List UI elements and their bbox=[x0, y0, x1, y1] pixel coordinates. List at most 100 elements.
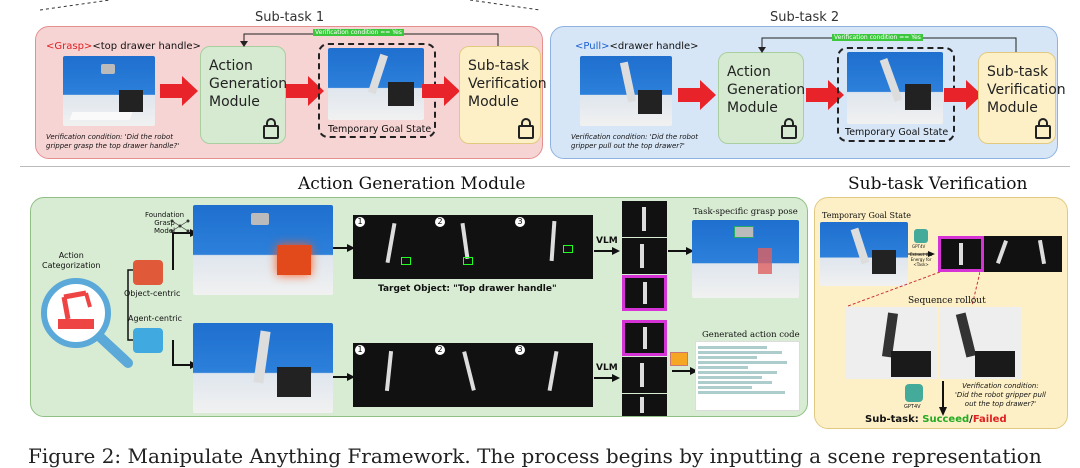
rollout-candidate-2: 2 bbox=[433, 343, 513, 407]
rollout-frame-1 bbox=[845, 307, 937, 379]
code-label: Generated action code bbox=[702, 330, 800, 340]
object-centric-label: Object-centric bbox=[124, 289, 181, 298]
magnifier-robot-icon bbox=[41, 278, 133, 368]
subtask2-title: Sub-task 2 bbox=[770, 10, 840, 25]
subtask1-object: <top drawer handle> bbox=[92, 41, 201, 52]
drawer-cabinet bbox=[277, 367, 311, 397]
robot-icon bbox=[101, 64, 115, 74]
subtask2-prompt: <Pull><drawer handle> bbox=[575, 41, 699, 52]
candidate-column-bottom-2 bbox=[622, 357, 667, 393]
arrow-icon bbox=[944, 80, 982, 110]
stv-condition-text: Verification condition:'Did the robot gr… bbox=[955, 382, 1046, 408]
candidate-column-bottom-3 bbox=[622, 394, 667, 416]
network-icon bbox=[170, 219, 190, 233]
subtask2-goal-image bbox=[847, 52, 943, 124]
agm-title: Action Generation Module bbox=[298, 174, 526, 194]
arrow-icon bbox=[678, 80, 716, 110]
stv-frame-1 bbox=[938, 236, 984, 272]
stv-result: Sub-task: Succeed/Failed bbox=[865, 414, 1007, 425]
divider bbox=[20, 166, 1070, 167]
grasp-pose-image bbox=[692, 220, 799, 298]
agent-centric-icon bbox=[133, 328, 163, 353]
rollout-candidate-1: 1 bbox=[353, 343, 433, 407]
grasp-candidate-2: 2 bbox=[433, 215, 513, 279]
stv-goal-image bbox=[820, 222, 908, 286]
candidate-column-top-3 bbox=[622, 275, 667, 311]
object-centric-icon bbox=[133, 260, 163, 285]
table-paper bbox=[69, 112, 133, 120]
robot-arm bbox=[368, 53, 388, 95]
drawer-handle-highlight bbox=[758, 248, 772, 274]
zoom-lines bbox=[39, 0, 541, 11]
robot-arm bbox=[879, 57, 903, 103]
object-centric-scene-image bbox=[193, 205, 333, 295]
rollout-candidate-3: 3 bbox=[513, 343, 593, 407]
robot-arm bbox=[253, 330, 271, 384]
arrow-icon bbox=[594, 247, 620, 255]
drawer-cabinet bbox=[905, 84, 931, 110]
categorization-branches bbox=[127, 229, 198, 369]
gpt-icon bbox=[905, 384, 923, 402]
arrow-icon bbox=[333, 244, 355, 252]
stv-frame-2 bbox=[984, 236, 1024, 272]
candidate-column-top-2 bbox=[622, 238, 667, 274]
gpt-small-label: GPT4V bbox=[912, 244, 926, 249]
code-gpt-icon bbox=[670, 352, 688, 366]
rollout-frame-2 bbox=[939, 307, 1021, 379]
agent-centric-label: Agent-centric bbox=[128, 314, 183, 323]
robot-arm bbox=[850, 227, 870, 265]
subtask1-goal-label: Temporary Goal State bbox=[328, 124, 432, 135]
subtask2-goal-label: Temporary Goal State bbox=[845, 127, 949, 138]
drawer-cabinet bbox=[119, 90, 143, 112]
arrow-icon bbox=[939, 381, 947, 416]
result-succeed: Succeed bbox=[922, 414, 970, 425]
stv-title: Sub-task Verification bbox=[848, 174, 1028, 194]
gpt-label: GPT4V bbox=[904, 404, 921, 410]
arrow-icon bbox=[806, 80, 844, 110]
stv-goal-label: Temporary Goal State bbox=[822, 211, 911, 220]
result-failed: Failed bbox=[972, 414, 1007, 425]
subtask1-title: Sub-task 1 bbox=[255, 10, 325, 25]
vlm-label-bottom: VLM bbox=[596, 363, 618, 373]
subtask2-verb: <Pull> bbox=[575, 41, 610, 52]
gpt-icon bbox=[914, 229, 928, 243]
subtask1-condition-label: Verification condition == Yes bbox=[313, 29, 404, 36]
subtask1-scene-image bbox=[63, 56, 155, 126]
subtask2-condition-label: Verification condition == Yes bbox=[832, 34, 923, 41]
target-object-label: Target Object: "Top drawer handle" bbox=[378, 284, 557, 294]
robot-arm bbox=[619, 61, 637, 103]
grasp-candidate-3: 3 bbox=[513, 215, 593, 279]
result-slash: / bbox=[969, 414, 973, 425]
lock-icon bbox=[781, 118, 797, 139]
robot-icon bbox=[251, 213, 269, 225]
drawer-cabinet bbox=[975, 351, 1015, 377]
robot-arm bbox=[955, 312, 977, 358]
arrow-icon bbox=[672, 367, 698, 375]
candidate-column-bottom-1 bbox=[622, 320, 667, 356]
arrow-icon bbox=[286, 76, 324, 106]
arrow-icon bbox=[422, 76, 460, 106]
lock-icon bbox=[1035, 118, 1051, 139]
figure-caption: Figure 2: Manipulate Anything Framework.… bbox=[28, 444, 1042, 468]
subtask1-verb: <Grasp> bbox=[46, 41, 93, 52]
grasp-pose-label: Task-specific grasp pose bbox=[693, 207, 798, 217]
zoom-lines bbox=[847, 272, 980, 307]
subtask2-object: <drawer handle> bbox=[609, 41, 699, 52]
subtask2-scene-image bbox=[580, 56, 672, 126]
arrow-icon bbox=[908, 251, 935, 257]
arrow-icon bbox=[333, 373, 355, 381]
arrow-icon bbox=[668, 247, 694, 255]
vlm-label-top: VLM bbox=[596, 236, 618, 246]
subtask1-goal-image bbox=[328, 48, 424, 120]
lock-icon bbox=[518, 118, 534, 139]
generated-code-block bbox=[695, 341, 800, 411]
arrow-icon bbox=[594, 374, 620, 382]
arrow-icon bbox=[160, 76, 198, 106]
drawer-cabinet bbox=[872, 250, 896, 274]
